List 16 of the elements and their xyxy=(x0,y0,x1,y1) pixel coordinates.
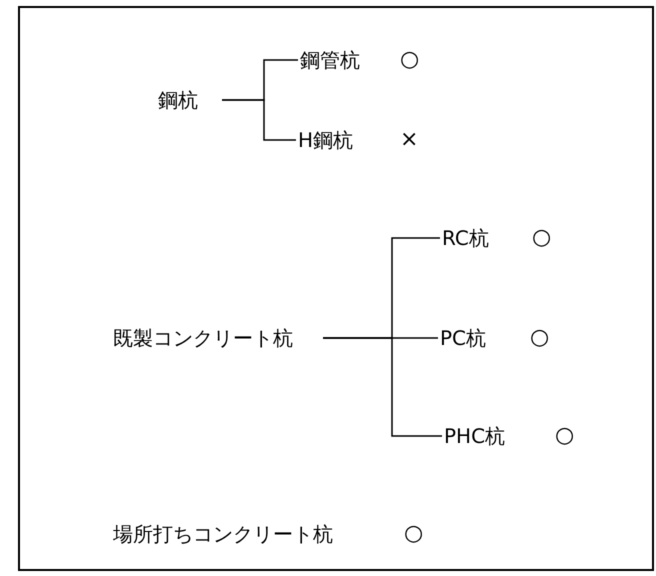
pile-type-label: 鋼杭 xyxy=(158,88,198,112)
suitability-mark: × xyxy=(400,128,418,152)
pile-type-label: 場所打ちコンクリート杭 xyxy=(113,522,333,546)
pile-type-label: 既製コンクリート杭 xyxy=(113,326,293,350)
pile-type-label: PHC杭 xyxy=(444,424,506,448)
suitability-mark: ○ xyxy=(530,326,550,350)
connector-line xyxy=(222,99,296,141)
pile-type-label: PC杭 xyxy=(440,326,486,350)
suitability-mark: ○ xyxy=(404,522,424,546)
pile-type-label: H鋼杭 xyxy=(298,128,354,152)
suitability-mark: ○ xyxy=(400,48,420,72)
pile-type-label: 鋼管杭 xyxy=(300,48,360,72)
connector-line xyxy=(323,337,442,437)
suitability-mark: ○ xyxy=(555,424,574,448)
suitability-mark: ○ xyxy=(532,226,552,250)
pile-type-label: RC杭 xyxy=(442,226,489,250)
